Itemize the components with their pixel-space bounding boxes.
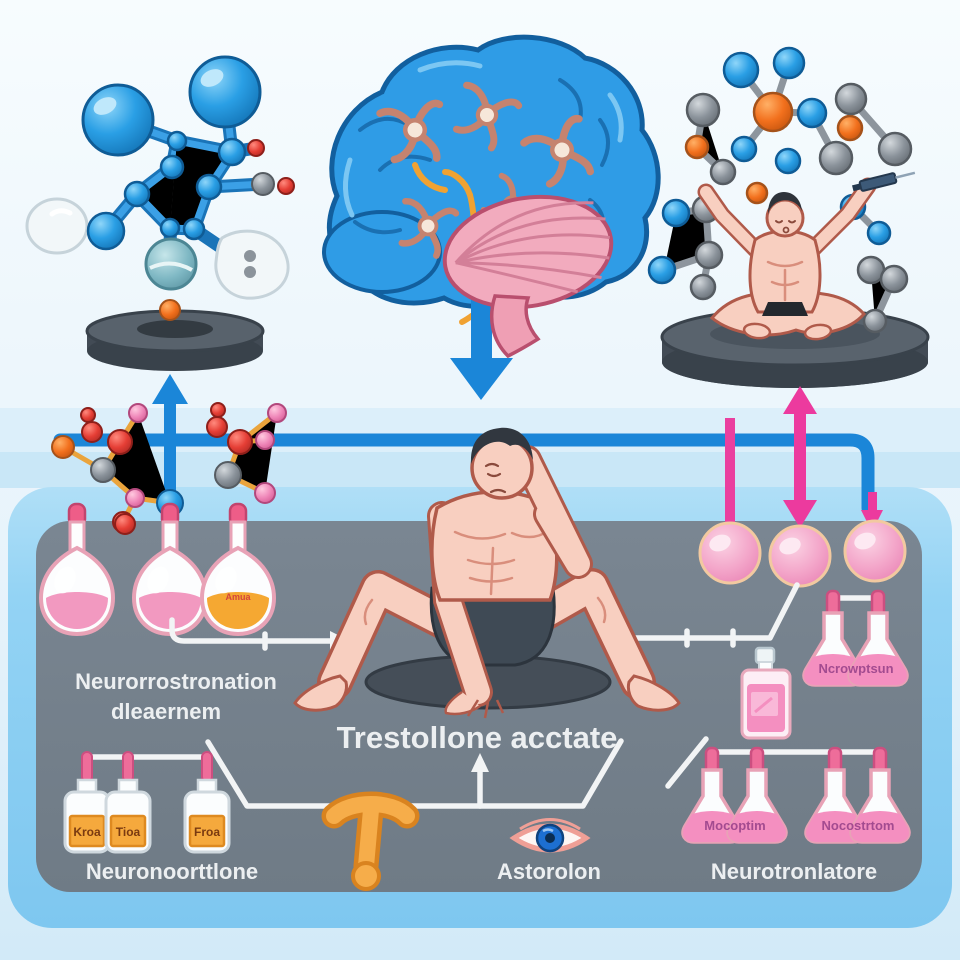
- briefs: [762, 302, 808, 316]
- right-foot: [626, 674, 681, 712]
- white-blob-atom: [214, 229, 290, 300]
- top-left-molecule-illustration: [25, 55, 295, 371]
- teardrop-flask-pink-2: [132, 502, 208, 636]
- bottom-right-pair1-label: Mocoptim: [704, 818, 765, 833]
- pink-vial: [740, 646, 792, 740]
- orange-atom: [159, 299, 181, 321]
- right-flask-pair: Ncrowptsun: [802, 589, 909, 687]
- pink-bulb-3: [843, 519, 907, 583]
- magenta-double-arrow: [783, 386, 817, 528]
- eye-icon: [509, 818, 591, 853]
- red-atom: [114, 513, 136, 535]
- right-flask-pair-label: Ncrowptsun: [818, 661, 893, 676]
- brain-cerebellum: [442, 194, 614, 310]
- left-pedestal-disc: [85, 309, 265, 371]
- red-atom: [247, 139, 265, 157]
- pink-bulb-1: [698, 521, 762, 585]
- panel-contents: Amua Neurorrostronation dleaernem: [39, 502, 911, 891]
- bottom-left-label: Neuronoorttlone: [86, 859, 258, 884]
- bottom-left-bottles: Kroa Tioa Froa: [63, 750, 231, 854]
- face-features: [484, 462, 507, 494]
- brain-stem: [489, 294, 541, 359]
- left-foot: [293, 674, 348, 712]
- compound-bracket: [205, 736, 709, 809]
- teardrop-flask-orange: [200, 502, 276, 636]
- white-blob-atom: [25, 197, 89, 255]
- bottom-right-pair2-label: Nocostrtom: [822, 818, 895, 833]
- left-hand: [444, 690, 505, 719]
- meditating-man: [697, 171, 916, 341]
- blue-molecule: [25, 55, 295, 300]
- syringe-icon: [852, 171, 916, 192]
- bottle1-label: Kroa: [73, 825, 101, 839]
- left-small-molecules: [51, 402, 287, 533]
- distressed-man-illustration: [293, 427, 681, 719]
- t-shape-hormone-icon: [321, 791, 420, 891]
- right-molecule-cloud: [647, 46, 913, 334]
- orange-flask-label: Amua: [225, 592, 251, 602]
- left-label-line2: dleaernem: [111, 699, 221, 724]
- hair: [470, 427, 533, 464]
- left-label-line1: Neurorrostronation: [75, 669, 277, 694]
- blue-horizontal-line: [53, 433, 875, 515]
- red-atom: [277, 177, 295, 195]
- bottom-right-label: Neurotronlatore: [711, 859, 877, 884]
- center-compound-label: Trestollone acctate: [337, 720, 618, 755]
- pink-bulb-2: [768, 524, 832, 588]
- bottle2-label: Tioa: [116, 825, 141, 839]
- top-right-meditation-illustration: [647, 46, 930, 388]
- brain-illustration: [322, 34, 661, 400]
- teardrop-flask-pink-1: [39, 502, 115, 636]
- bottom-center-label: Astorolon: [497, 859, 601, 884]
- bottom-right-flasks: Mocoptim Nocostrtom: [681, 746, 911, 844]
- bottle3-label: Froa: [194, 825, 220, 839]
- gray-atom: [251, 172, 275, 196]
